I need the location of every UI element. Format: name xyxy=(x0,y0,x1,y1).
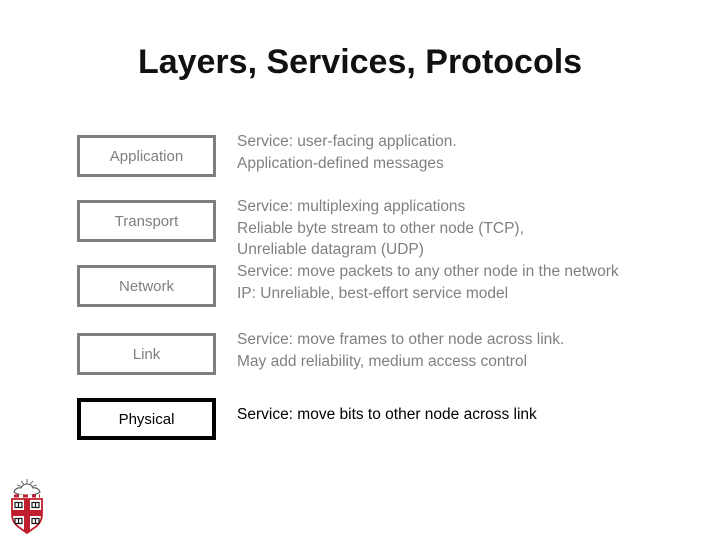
description-line: Service: multiplexing applications xyxy=(237,198,466,215)
crest-torse xyxy=(14,494,40,498)
layer-box-link: Link xyxy=(77,333,216,375)
layer-row-transport: Transport Service: multiplexing applicat… xyxy=(77,198,677,258)
description-line: Unreliable datagram (UDP) xyxy=(237,241,424,258)
description-line: Application-defined messages xyxy=(237,154,444,172)
layer-description: Service: move packets to any other node … xyxy=(237,261,619,307)
layer-label: Application xyxy=(109,147,184,165)
layer-description: Service: user-facing application. Applic… xyxy=(237,131,457,177)
layer-description: Service: multiplexing applications Relia… xyxy=(237,196,524,258)
crest-books xyxy=(14,501,40,525)
brown-university-crest-logo xyxy=(11,479,43,535)
layer-box-application: Application xyxy=(77,135,216,177)
description-line: IP: Unreliable, best-effort service mode… xyxy=(237,284,509,302)
layer-box-transport: Transport xyxy=(77,200,216,242)
layer-box-network: Network xyxy=(77,265,216,307)
description-line: May add reliability, medium access contr… xyxy=(237,352,528,370)
layer-label: Link xyxy=(132,345,161,363)
description-line: Service: move frames to other node acros… xyxy=(237,331,565,348)
layer-description: Service: move bits to other node across … xyxy=(237,404,537,440)
layer-label: Physical xyxy=(118,410,175,428)
description-line: Service: move packets to any other node … xyxy=(237,263,619,280)
description-line: Service: user-facing application. xyxy=(237,133,457,150)
slide-title: Layers, Services, Protocols xyxy=(137,43,583,81)
layer-description: Service: move frames to other node acros… xyxy=(237,329,564,375)
layer-label: Transport xyxy=(114,212,179,230)
layer-label: Network xyxy=(118,277,174,295)
layer-box-physical: Physical xyxy=(77,398,216,440)
description-line: Service: move bits to other node across … xyxy=(237,406,537,423)
crest-cross xyxy=(12,499,42,533)
layer-rows: Application Service: user-facing applica… xyxy=(77,133,677,440)
layer-row-application: Application Service: user-facing applica… xyxy=(77,133,677,177)
layer-row-link: Link Service: move frames to other node … xyxy=(77,331,677,375)
layer-row-network: Network Service: move packets to any oth… xyxy=(77,263,677,307)
description-line: Reliable byte stream to other node (TCP)… xyxy=(237,219,524,237)
layer-row-physical: Physical Service: move bits to other nod… xyxy=(77,398,677,440)
